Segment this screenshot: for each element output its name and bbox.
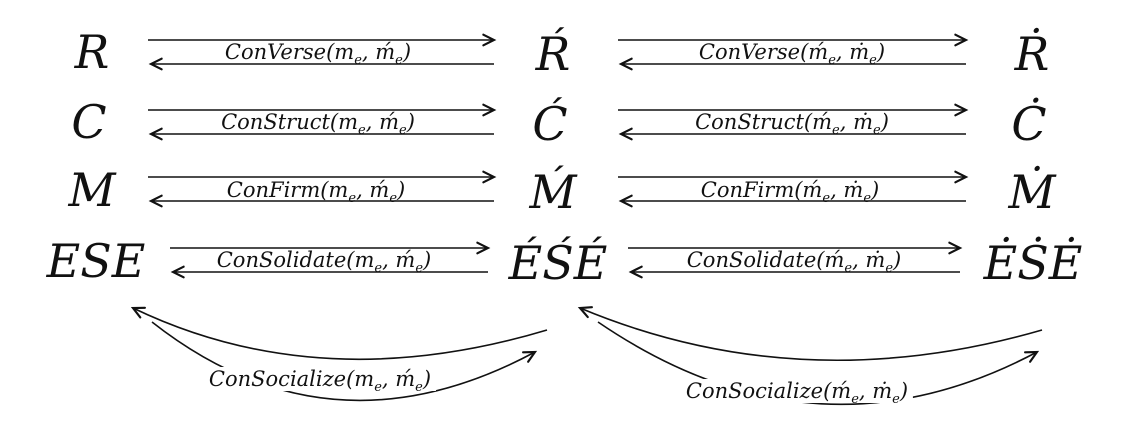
label-converse-right: ConVerse(ḿe, ṁe): [698, 40, 886, 69]
symbol-c-dot: Ċ: [1011, 97, 1047, 151]
symbol-ese: ESE: [46, 234, 146, 288]
symbol-ese-acute: ÉŚÉ: [508, 236, 608, 290]
label-consocialize-right: ConSocialize(ḿe, ṁe): [680, 379, 914, 406]
label-converse-left: ConVerse(me, ḿe): [224, 40, 412, 69]
symbol-r-dot: Ṙ: [1014, 27, 1050, 81]
consocialize-left-forward-arc: [151, 321, 538, 402]
label-consolidate-left: ConSolidate(me, ḿe): [216, 248, 432, 277]
symbol-c: C: [71, 95, 107, 149]
symbol-m-dot: Ṁ: [1008, 165, 1056, 219]
label-construct-right: ConStruct(ḿe, ṁe): [695, 110, 889, 139]
label-construct-left: ConStruct(me, ḿe): [221, 110, 415, 139]
label-confirm-left: ConFirm(me, ḿe): [226, 178, 406, 207]
consocialize-right-forward-arc: [597, 321, 1040, 406]
symbol-ese-dot: ĖṠĖ: [983, 236, 1083, 290]
consocialize-right-return-arc: [577, 306, 1043, 361]
symbol-r-acute: Ŕ: [535, 27, 571, 81]
label-confirm-right: ConFirm(ḿe, ṁe): [700, 178, 880, 207]
symbol-m-acute: Ḿ: [529, 165, 577, 219]
label-consolidate-right: ConSolidate(ḿe, ṁe): [686, 248, 902, 277]
symbol-r: R: [74, 25, 110, 79]
symbol-m: M: [68, 163, 116, 217]
label-consocialize-left: ConSocialize(me, ḿe): [203, 367, 437, 394]
consocialize-left-return-arc: [130, 306, 548, 361]
symbol-c-acute: Ć: [532, 97, 568, 151]
